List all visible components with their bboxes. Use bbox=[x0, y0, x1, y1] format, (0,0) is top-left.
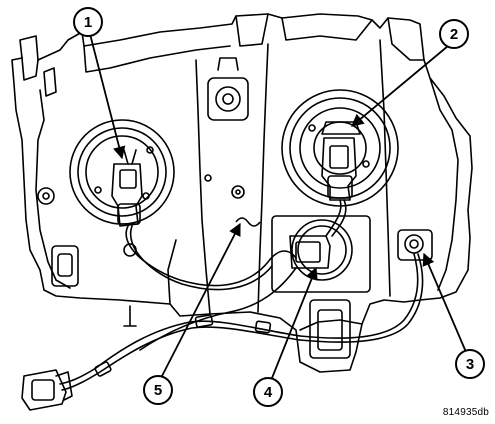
callout-1-label: 1 bbox=[84, 14, 92, 31]
callout-4-label: 4 bbox=[264, 384, 273, 401]
callout-3: 3 bbox=[455, 349, 485, 379]
callout-2-label: 2 bbox=[450, 26, 458, 43]
callout-3-leader bbox=[422, 252, 467, 353]
left-bulb-connector bbox=[111, 163, 143, 227]
wave-marker bbox=[235, 217, 261, 227]
callout-2-leader bbox=[351, 45, 449, 127]
park-lamp-connector bbox=[289, 235, 331, 269]
callout-2: 2 bbox=[439, 19, 469, 49]
callout-5: 5 bbox=[143, 375, 173, 405]
callout-4-leader bbox=[271, 266, 318, 379]
callout-3-label: 3 bbox=[466, 356, 474, 373]
callout-5-label: 5 bbox=[154, 382, 162, 399]
housing-outline bbox=[11, 13, 473, 373]
figure-reference-code: 814935db bbox=[442, 407, 489, 418]
harness-connector bbox=[21, 369, 67, 411]
park-lamp-recess bbox=[271, 215, 371, 293]
callout-1-leader bbox=[89, 33, 126, 160]
callout-5-leader bbox=[161, 222, 241, 377]
wiring-harness bbox=[125, 225, 297, 287]
right-bulb-socket bbox=[281, 89, 399, 207]
callout-4: 4 bbox=[253, 377, 283, 407]
callout-1: 1 bbox=[73, 7, 103, 37]
right-bulb-connector bbox=[321, 137, 357, 201]
